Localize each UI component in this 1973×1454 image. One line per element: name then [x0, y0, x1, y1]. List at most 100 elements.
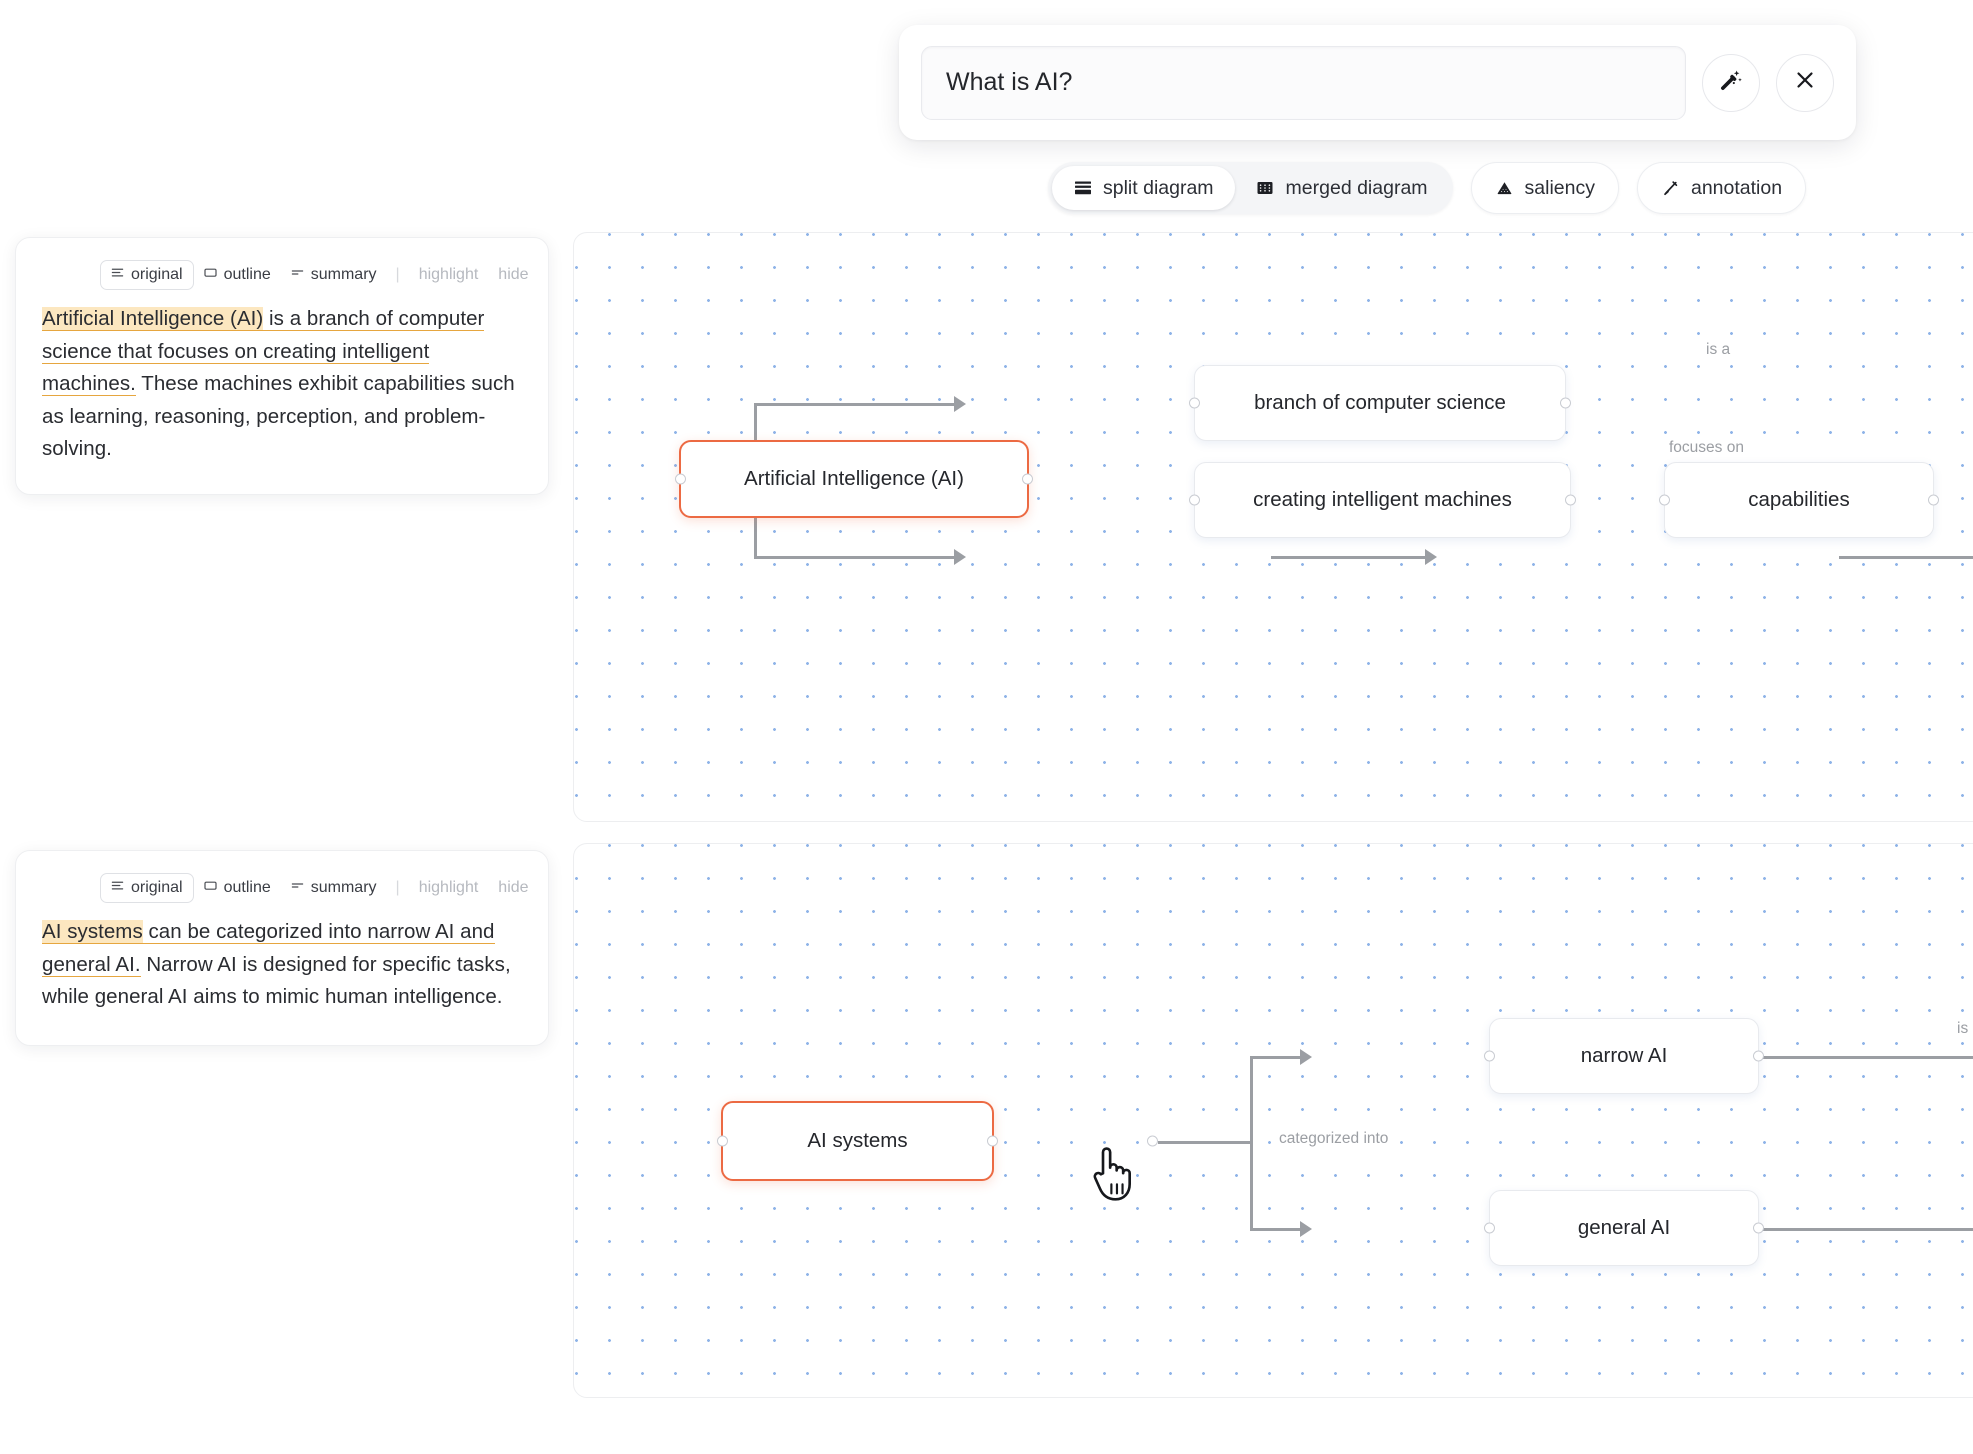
- card-1-tab-summary-label: summary: [310, 266, 377, 283]
- card-1-action-hide-label: hide: [498, 266, 529, 283]
- card-2-toolbar: original outline summary: [42, 873, 529, 903]
- node-handle-right[interactable]: [1753, 1050, 1764, 1062]
- chip-merged-diagram-label: merged diagram: [1285, 176, 1428, 199]
- card-2-tab-outline-label: outline: [223, 879, 271, 896]
- node-handle-left[interactable]: [1484, 1222, 1495, 1234]
- card-2-text: AI systems can be categorized into narro…: [42, 916, 522, 1014]
- search-input[interactable]: [921, 45, 1686, 120]
- edge-narrow-out: [1744, 1056, 1973, 1059]
- edge-focuses-arrow: [954, 549, 966, 565]
- card-2-action-highlight-label: highlight: [418, 879, 479, 896]
- card-2-tab-outline[interactable]: outline: [194, 874, 281, 902]
- edge-isa-line: [754, 403, 954, 406]
- edge-narrow-line: [1250, 1056, 1302, 1059]
- magic-wand-button[interactable]: [1702, 53, 1760, 112]
- chip-annotation[interactable]: annotation: [1636, 162, 1807, 214]
- chip-split-diagram[interactable]: split diagram: [1052, 166, 1235, 210]
- edge-exhibit-line: [1271, 556, 1427, 559]
- card-1-text: Artificial Intelligence (AI) is a branch…: [42, 303, 522, 466]
- node-handle-left[interactable]: [717, 1135, 728, 1147]
- card-1-action-highlight-label: highlight: [418, 266, 479, 283]
- chip-saliency-label: saliency: [1524, 176, 1595, 199]
- card-1-tab-original[interactable]: original: [100, 260, 194, 290]
- view-mode-toolbar: split diagram merged diagram: [1048, 162, 1807, 214]
- mountain-icon: [1495, 179, 1514, 198]
- edge-general-out: [1744, 1228, 1973, 1231]
- node-handle-left[interactable]: [675, 473, 686, 485]
- card-2-toolbar-divider: |: [395, 879, 400, 896]
- node-handle-left[interactable]: [1189, 494, 1200, 506]
- edge-midpoint-handle-right[interactable]: [1147, 1135, 1158, 1147]
- merged-grid-icon: [1256, 179, 1275, 198]
- split-layers-icon: [1073, 179, 1092, 198]
- source-text-card-1: original outline summary: [15, 237, 549, 495]
- card-2-tab-original-label: original: [131, 879, 183, 896]
- card-2-highlight-span: AI systems: [42, 920, 143, 944]
- edge-branch-split: [1250, 1056, 1253, 1228]
- chip-split-diagram-label: split diagram: [1103, 176, 1214, 199]
- node-handle-right[interactable]: [1022, 473, 1033, 485]
- node-handle-right[interactable]: [1565, 494, 1576, 506]
- node-branch-of-computer-science[interactable]: branch of computer science: [1189, 365, 1571, 441]
- edge-label-categorized-into: categorized into: [1274, 1129, 1394, 1149]
- node-capabilities[interactable]: capabilities: [1659, 462, 1939, 538]
- card-1-highlight-span: Artificial Intelligence (AI): [42, 307, 264, 331]
- card-1-tab-summary[interactable]: summary: [281, 261, 387, 289]
- node-handle-right[interactable]: [1928, 494, 1939, 506]
- node-handle-left[interactable]: [1484, 1050, 1495, 1062]
- node-capabilities-label: capabilities: [1748, 488, 1850, 511]
- node-creating-intelligent-machines[interactable]: creating intelligent machines: [1189, 462, 1576, 538]
- node-handle-right[interactable]: [1753, 1222, 1764, 1234]
- chip-merged-diagram[interactable]: merged diagram: [1235, 166, 1449, 210]
- diagram-mode-group: split diagram merged diagram: [1048, 162, 1453, 214]
- edge-general-line: [1250, 1228, 1302, 1231]
- edge-narrow-arrow: [1300, 1049, 1312, 1065]
- node-ai-systems[interactable]: AI systems: [717, 1101, 998, 1181]
- rectangle-outline-icon: [203, 879, 217, 897]
- card-1-tab-outline-label: outline: [223, 266, 271, 283]
- card-2-rest-span: Narrow AI is designed for specific tasks…: [42, 952, 511, 1009]
- node-ai-systems-label: AI systems: [807, 1129, 908, 1152]
- magic-wand-icon: [1718, 67, 1744, 98]
- card-2-tab-original[interactable]: original: [100, 873, 194, 903]
- search-bar: [899, 25, 1856, 140]
- card-1-rest-span: These machines exhibit capabilities such…: [42, 372, 515, 460]
- card-2-tab-summary[interactable]: summary: [281, 874, 387, 902]
- card-1-tab-original-label: original: [131, 266, 183, 283]
- card-1-toolbar: original outline summary: [42, 260, 529, 290]
- node-creating-intelligent-machines-label: creating intelligent machines: [1253, 488, 1512, 511]
- lines-icon: [111, 879, 124, 897]
- rectangle-outline-icon: [203, 266, 217, 284]
- node-general-ai[interactable]: general AI: [1484, 1190, 1764, 1266]
- card-1-toolbar-divider: |: [395, 266, 400, 283]
- node-handle-left[interactable]: [1659, 494, 1670, 506]
- node-handle-right[interactable]: [1560, 397, 1571, 409]
- chip-saliency[interactable]: saliency: [1470, 162, 1619, 214]
- node-handle-left[interactable]: [1189, 397, 1200, 409]
- card-2-action-highlight[interactable]: highlight: [409, 874, 489, 902]
- pen-slash-icon: [1661, 179, 1680, 198]
- summary-lines-icon: [291, 266, 304, 284]
- card-1-action-hide[interactable]: hide: [488, 261, 538, 289]
- source-text-card-2: original outline summary: [15, 850, 549, 1046]
- node-handle-right[interactable]: [987, 1135, 998, 1147]
- close-button[interactable]: [1776, 53, 1834, 112]
- card-1-action-highlight[interactable]: highlight: [409, 261, 489, 289]
- edge-label-is-designed: is d: [1952, 1019, 1973, 1039]
- diagram-canvas-2[interactable]: categorized into is d AI systems narrow …: [573, 843, 1973, 1398]
- node-artificial-intelligence[interactable]: Artificial Intelligence (AI): [675, 440, 1033, 518]
- edge-isa-arrow: [954, 396, 966, 412]
- card-2-action-hide[interactable]: hide: [488, 874, 538, 902]
- edge-general-arrow: [1300, 1221, 1312, 1237]
- diagram-canvas-1[interactable]: is a focuses on exhibit Artificial Intel…: [573, 232, 1973, 822]
- edge-label-is-a: is a: [1701, 340, 1736, 360]
- card-2-tab-summary-label: summary: [310, 879, 377, 896]
- chip-annotation-label: annotation: [1690, 176, 1783, 199]
- edge-exhibit-arrow: [1425, 549, 1437, 565]
- edge-categorized-continuation: [1158, 1141, 1252, 1144]
- card-2-underline-span: can be categorized into narrow AI and ge…: [42, 920, 495, 977]
- node-narrow-ai[interactable]: narrow AI: [1484, 1018, 1764, 1094]
- edge-capabilities-out: [1839, 556, 1973, 559]
- card-1-tab-outline[interactable]: outline: [194, 261, 281, 289]
